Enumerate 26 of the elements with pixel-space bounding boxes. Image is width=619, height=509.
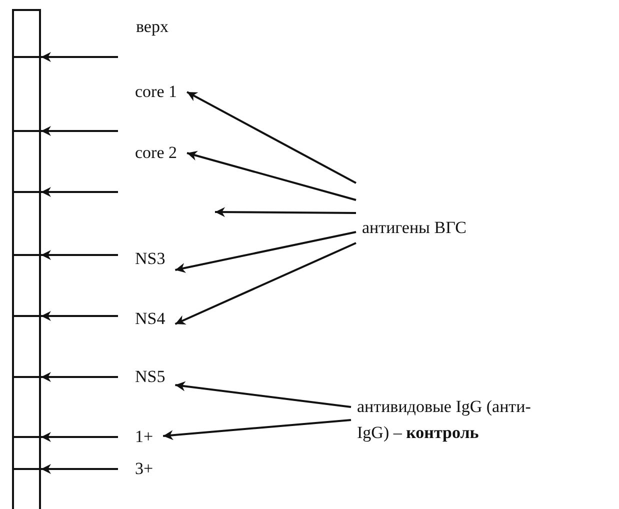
band-label: NS4 — [135, 308, 166, 330]
arrow — [163, 419, 352, 440]
test-strip — [12, 9, 41, 509]
arrow — [41, 372, 118, 382]
band-label: NS5 — [135, 366, 166, 388]
group-label: антигены ВГС — [362, 217, 467, 239]
strip-label: верх — [136, 16, 168, 38]
arrow — [41, 187, 118, 197]
arrow — [41, 464, 118, 474]
arrow — [41, 432, 118, 442]
band-label: NS3 — [135, 248, 166, 270]
band-label: 1+ — [135, 426, 154, 448]
arrow — [186, 91, 356, 184]
arrow — [41, 126, 118, 136]
arrow — [175, 381, 352, 408]
band-label: core 1 — [135, 81, 178, 103]
arrow — [174, 242, 356, 325]
group-label: антивидовые IgG (анти-IgG) – контроль — [357, 394, 562, 446]
band-label: core 2 — [135, 142, 178, 164]
strip-label: 3+ — [135, 458, 154, 480]
arrow — [41, 52, 118, 62]
arrow — [41, 311, 118, 321]
arrow — [186, 150, 356, 201]
arrow — [215, 207, 356, 218]
arrow — [175, 231, 356, 273]
arrow — [41, 250, 118, 260]
